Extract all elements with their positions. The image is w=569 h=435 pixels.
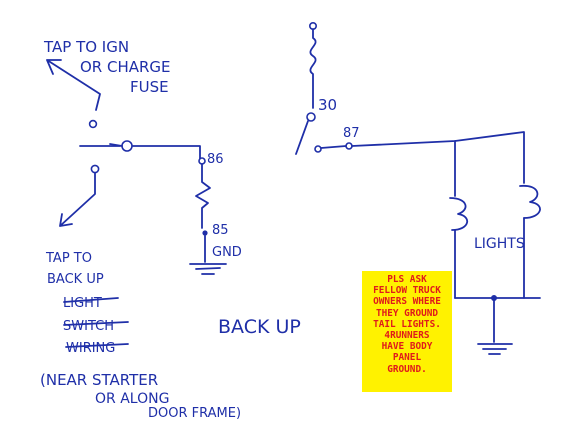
switch-contact: [121, 140, 133, 152]
label-pin-87: 87: [343, 126, 360, 141]
strike-wiring: [65, 343, 129, 348]
label-back-up-line: BACK UP: [47, 272, 104, 287]
note-line: GROUND.: [387, 363, 427, 375]
note-line: PLS ASK: [387, 274, 427, 285]
label-door-frame: DOOR FRAME): [148, 406, 241, 421]
ign-terminal: [88, 119, 98, 129]
note-line: FELLOW TRUCK: [373, 285, 441, 297]
ign-tap-arrow: [46, 59, 101, 111]
label-backup-title: BACK UP: [218, 316, 301, 338]
pin-85-terminal: [202, 230, 208, 236]
label-or-along: OR ALONG: [95, 391, 169, 407]
pin-87-output-line: [320, 131, 525, 184]
pin-30-terminal: [306, 112, 316, 122]
note-line: PANEL: [392, 352, 422, 364]
left-light-coil: [449, 197, 468, 231]
relay-coil: [195, 163, 211, 229]
label-tap-to: TAP TO: [45, 251, 92, 266]
label-pin-30: 30: [318, 96, 337, 114]
label-pin-86: 86: [207, 152, 224, 167]
note-line: HAVE BODY: [381, 341, 433, 353]
backup-terminal: [90, 164, 100, 174]
label-or-charge: OR CHARGE: [80, 58, 171, 76]
label-fuse: FUSE: [130, 78, 169, 96]
strike-light: [63, 297, 119, 303]
label-light: LIGHT: [63, 296, 102, 311]
label-gnd: GND: [212, 245, 242, 260]
ground-location-note: PLS ASK FELLOW TRUCK OWNERS WHERE THEY G…: [362, 271, 452, 392]
right-light-coil: [519, 185, 541, 219]
relay-input-line: [79, 145, 201, 161]
fuse-squiggle: [309, 28, 317, 109]
label-pin-85: 85: [212, 223, 229, 238]
note-line: 4RUNNERS: [384, 330, 430, 342]
note-line: TAIL LIGHTS.: [373, 318, 441, 330]
note-line: THEY GROUND: [375, 307, 439, 319]
label-tap-ign: TAP TO IGN: [43, 38, 129, 56]
label-wiring: WIRING: [66, 341, 115, 356]
switch-blade: [109, 143, 123, 147]
label-lights: LIGHTS: [474, 236, 525, 252]
label-near-starter: (NEAR STARTER: [40, 371, 158, 389]
note-line: OWNERS WHERE: [373, 296, 441, 308]
label-switch: SWITCH: [63, 319, 114, 334]
relay-switch-blade: [295, 120, 309, 155]
lights-ground-symbol: [477, 343, 513, 355]
backup-tap-arrow: [59, 172, 96, 227]
switch-pivot: [314, 145, 322, 153]
coil-ground-symbol: [189, 263, 227, 275]
strike-switch: [63, 321, 129, 326]
